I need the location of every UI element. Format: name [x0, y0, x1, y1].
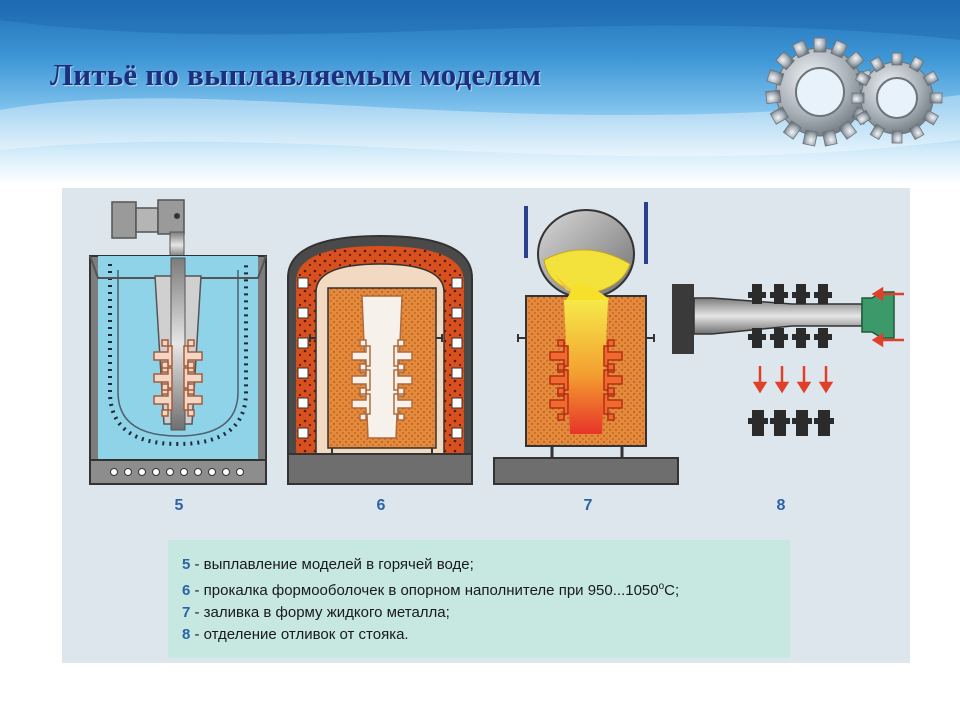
legend-number: 5: [182, 556, 191, 573]
legend-number: 6: [182, 582, 191, 599]
legend-text: - прокалка формооболочек в опорном напол…: [190, 582, 659, 599]
legend-text: - выплавление моделей в горячей воде;: [190, 556, 474, 573]
stage-number-5: 5: [174, 497, 184, 514]
legend-text: - заливка в форму жидкого металла;: [190, 604, 450, 621]
legend-number: 8: [182, 626, 191, 643]
stage-5-tank: [89, 199, 267, 485]
stage-7-pouring: [493, 202, 679, 485]
slide-title: Литьё по выплавляемым моделям: [50, 57, 542, 92]
legend-item-8: 8 - отделение отливок от стояка.: [182, 624, 776, 646]
stage-number-8: 8: [776, 497, 786, 514]
legend-item-5: 5 - выплавление моделей в горячей воде;: [182, 554, 776, 576]
stage-8-separation: [672, 284, 904, 436]
stage-6-furnace: [287, 234, 473, 485]
legend-text: - отделение отливок от стояка.: [190, 626, 409, 643]
legend-item-7: 7 - заливка в форму жидкого металла;: [182, 602, 776, 624]
degree-superscript: o: [658, 581, 665, 592]
legend-text-tail: С;: [664, 582, 680, 599]
legend-box: 5 - выплавление моделей в горячей воде; …: [168, 540, 790, 658]
stage-number-6: 6: [376, 497, 386, 514]
header-wave-decoration: [0, 0, 960, 157]
legend-item-6: 6 - прокалка формооболочек в опорном нап…: [182, 576, 776, 602]
stage-number-7: 7: [583, 497, 593, 514]
legend-number: 7: [182, 604, 191, 621]
gears-icon: [765, 37, 943, 147]
